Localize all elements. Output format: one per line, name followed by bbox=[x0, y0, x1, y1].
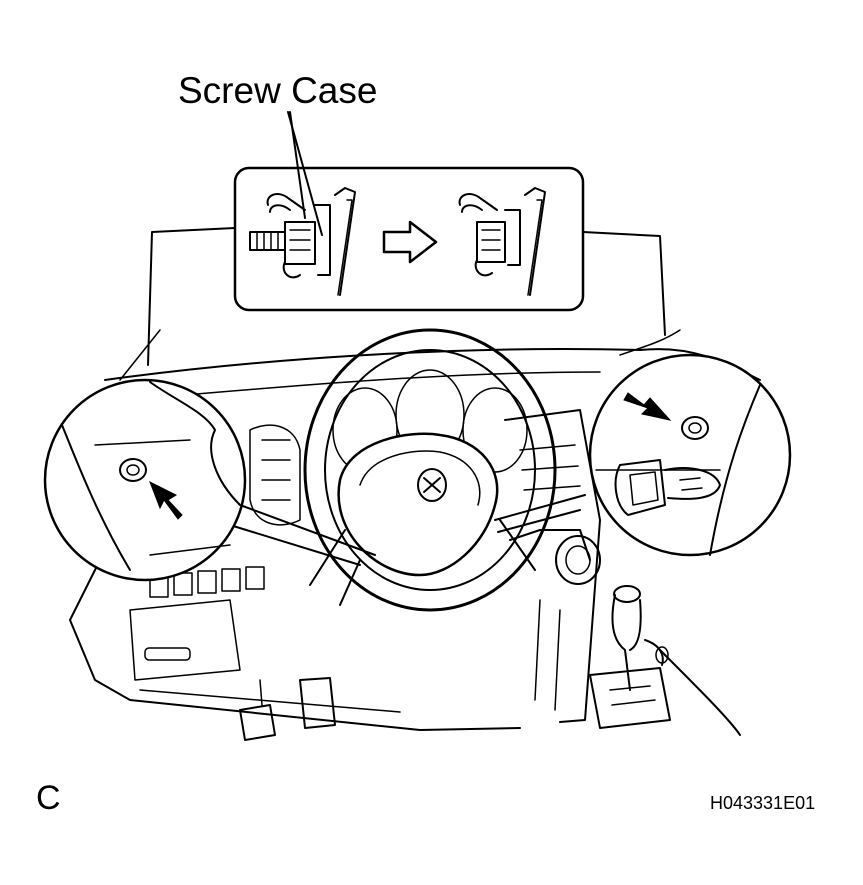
dashboard-illustration bbox=[69, 328, 761, 741]
center-console bbox=[504, 409, 741, 736]
screw-case-pointers bbox=[287, 111, 323, 236]
leader-lines bbox=[229, 494, 586, 566]
steering-wheel bbox=[303, 328, 557, 612]
inset-bracket-lines bbox=[119, 227, 681, 381]
screw-case-label: Screw Case bbox=[178, 70, 377, 111]
right-detail-circle bbox=[588, 353, 792, 557]
arrow-up-left-icon bbox=[149, 480, 183, 520]
screw-case-before bbox=[249, 187, 356, 296]
screw-case-inset bbox=[233, 166, 585, 312]
screw-case-after bbox=[458, 187, 546, 296]
figure-code: H043331E01 bbox=[710, 793, 815, 813]
corner-letter: C bbox=[36, 779, 61, 817]
arrow-down-right-icon bbox=[623, 392, 672, 421]
arrow-right-icon bbox=[382, 220, 438, 264]
left-detail-circle bbox=[43, 378, 247, 582]
